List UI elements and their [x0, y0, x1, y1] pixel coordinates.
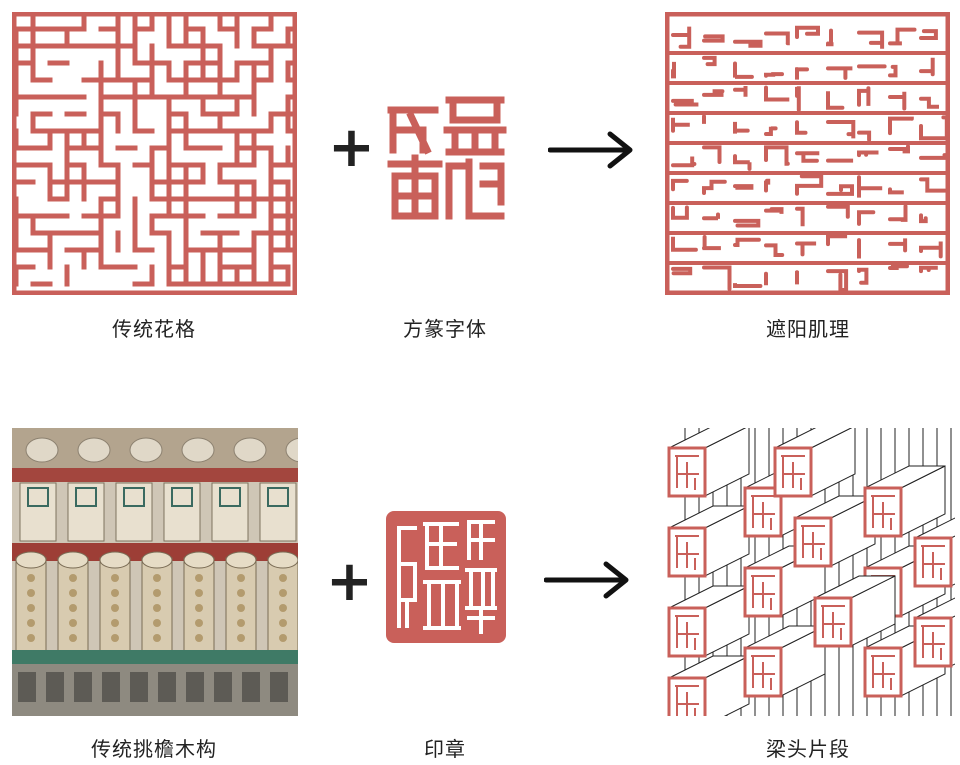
lattice-caption: 传统花格 — [112, 317, 196, 341]
seal-script-font-icon — [383, 92, 508, 222]
arrow-right-icon-1 — [548, 131, 633, 169]
square-seal-stamp-icon — [383, 508, 509, 646]
shading-caption: 遮阳肌理 — [766, 317, 850, 341]
eaves-photo-image — [12, 428, 298, 716]
font-caption: 方篆字体 — [403, 317, 487, 341]
plus-operator-2: + — [326, 549, 373, 614]
shading-texture-image — [665, 12, 950, 295]
beam-fragment-image — [665, 428, 955, 716]
plus-operator-1: + — [328, 115, 375, 180]
seal-caption: 印章 — [424, 737, 466, 761]
eaves-caption: 传统挑檐木构 — [91, 737, 217, 761]
arrow-right-icon-2 — [544, 561, 629, 599]
lattice-pattern-image — [12, 12, 297, 295]
beam-caption: 梁头片段 — [766, 737, 850, 761]
